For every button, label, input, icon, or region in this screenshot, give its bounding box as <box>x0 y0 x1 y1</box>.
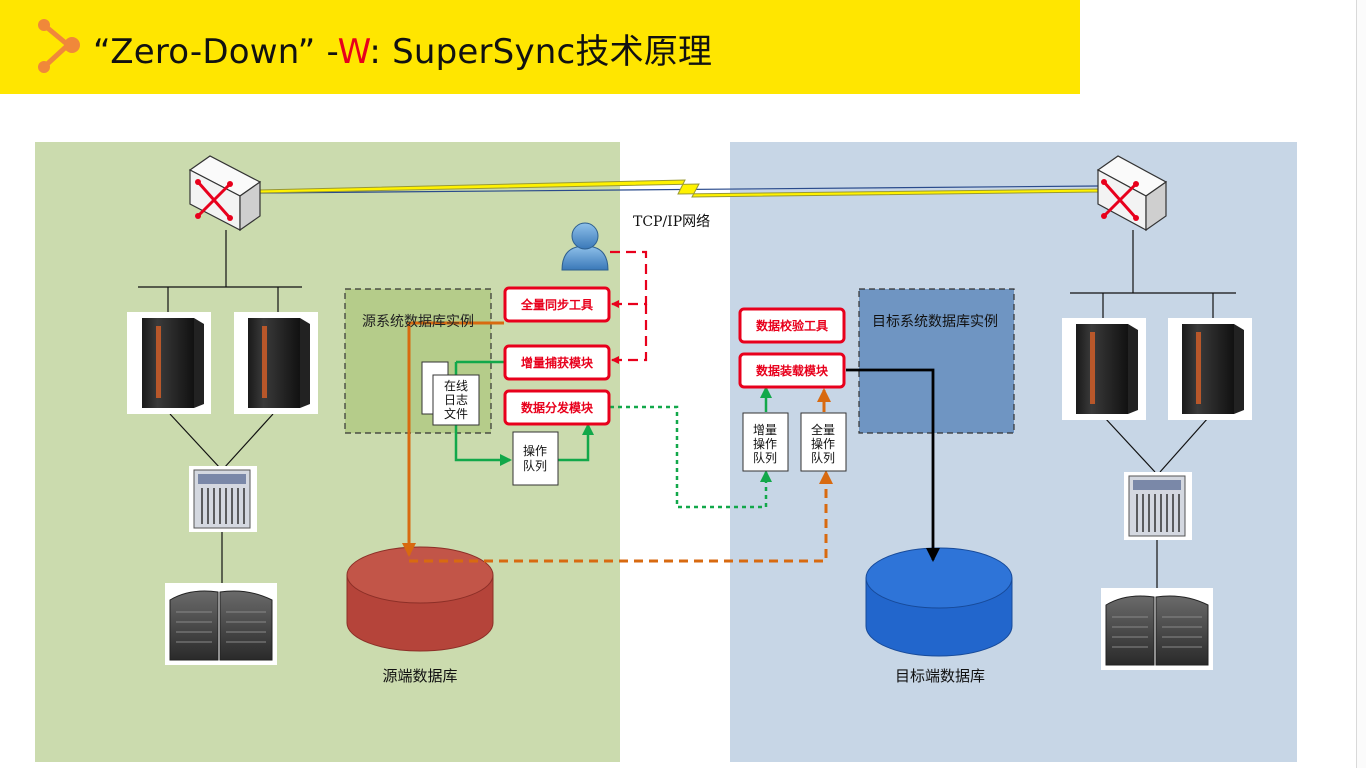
log-file-line-3: 文件 <box>444 406 468 421</box>
chevron-network-icon <box>38 19 80 73</box>
title-main: Zero-Down <box>110 32 298 72</box>
router-icon <box>188 155 262 232</box>
full-sync-tool-box <box>503 286 611 323</box>
inc-queue-line-3: 队列 <box>753 450 777 465</box>
disk-array-icon <box>1101 588 1213 670</box>
server-rack-icon <box>127 312 211 414</box>
source-instance-label: 源系统数据库实例 <box>362 314 474 330</box>
page-title: “Zero-Down” -W: SuperSync技术原理 <box>93 24 712 73</box>
full-queue-line-2: 操作 <box>811 436 835 451</box>
source-database <box>346 546 494 652</box>
log-file-line-1: 在线 <box>444 379 468 393</box>
server-rack-icon <box>1062 318 1146 420</box>
storage-controller-icon <box>189 466 257 532</box>
incremental-capture-label: 增量捕获模块 <box>521 355 594 370</box>
source-db-label: 源端数据库 <box>382 667 457 685</box>
storage-controller-icon <box>1124 472 1192 540</box>
user-icon <box>561 222 609 271</box>
target-instance-box <box>858 288 1015 434</box>
inc-queue-line-1: 增量 <box>753 423 777 437</box>
router-icon <box>1096 155 1168 232</box>
log-file-line-2: 日志 <box>444 393 468 407</box>
full-queue-box <box>800 412 847 472</box>
server-rack-icon <box>234 312 318 414</box>
data-load-label: 数据装载模块 <box>756 363 829 378</box>
network-label: TCP/IP网络 <box>633 214 710 230</box>
online-log-file-box <box>432 374 480 426</box>
incremental-queue-box <box>742 412 789 472</box>
slide-right-edge <box>1356 0 1366 768</box>
data-verify-tool-box <box>738 307 846 344</box>
full-sync-tool-label: 全量同步工具 <box>520 297 593 312</box>
data-dispatch-box <box>503 389 611 426</box>
op-queue-line-2: 队列 <box>523 458 547 473</box>
data-dispatch-label: 数据分发模块 <box>521 400 594 415</box>
title-rest: : SuperSync技术原理 <box>369 32 713 72</box>
disk-array-icon <box>165 583 277 665</box>
target-database <box>865 547 1013 657</box>
inc-queue-line-2: 操作 <box>753 436 777 451</box>
operation-queue-box <box>512 431 559 486</box>
full-queue-line-3: 队列 <box>811 450 835 465</box>
data-load-box <box>738 352 846 389</box>
data-verify-tool-label: 数据校验工具 <box>756 318 828 333</box>
incremental-capture-box <box>503 344 611 381</box>
title-w: W <box>337 32 370 72</box>
target-instance-label: 目标系统数据库实例 <box>872 314 998 330</box>
full-queue-line-1: 全量 <box>811 422 835 437</box>
server-rack-icon <box>1168 318 1252 420</box>
title-quote-open: “ <box>93 32 111 72</box>
title-bar <box>0 0 1080 94</box>
target-db-label: 目标端数据库 <box>895 667 985 685</box>
title-quote-close: ” - <box>297 32 338 72</box>
op-queue-line-1: 操作 <box>523 443 547 458</box>
